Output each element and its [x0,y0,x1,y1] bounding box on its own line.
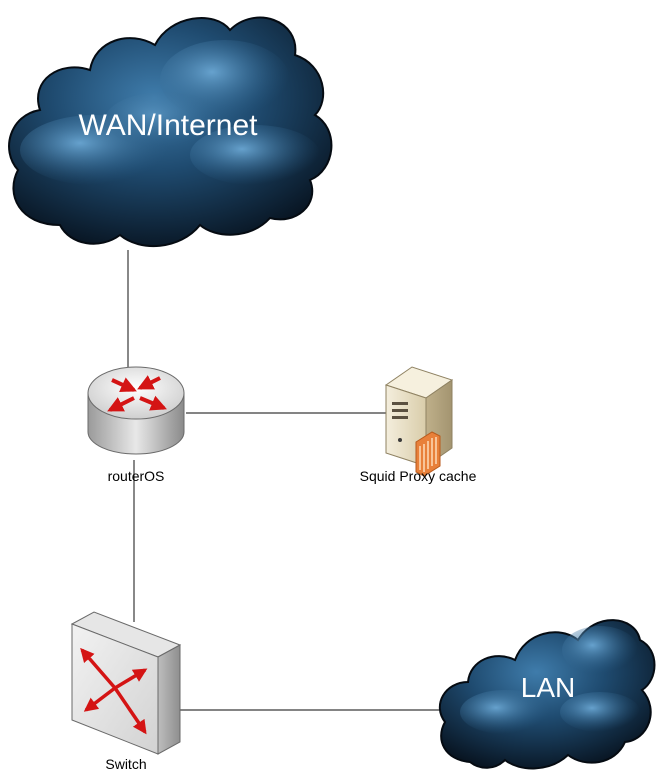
router-label: routerOS [108,468,165,484]
switch-icon [70,611,182,755]
lan-cloud-icon [439,619,656,770]
lan-label: LAN [521,672,575,703]
server-icon [384,366,454,477]
switch-label: Switch [105,756,146,772]
router-icon [87,366,185,455]
wan-cloud-icon [8,16,333,248]
proxy-label: Squid Proxy cache [360,468,477,484]
wan-label: WAN/Internet [79,109,259,142]
